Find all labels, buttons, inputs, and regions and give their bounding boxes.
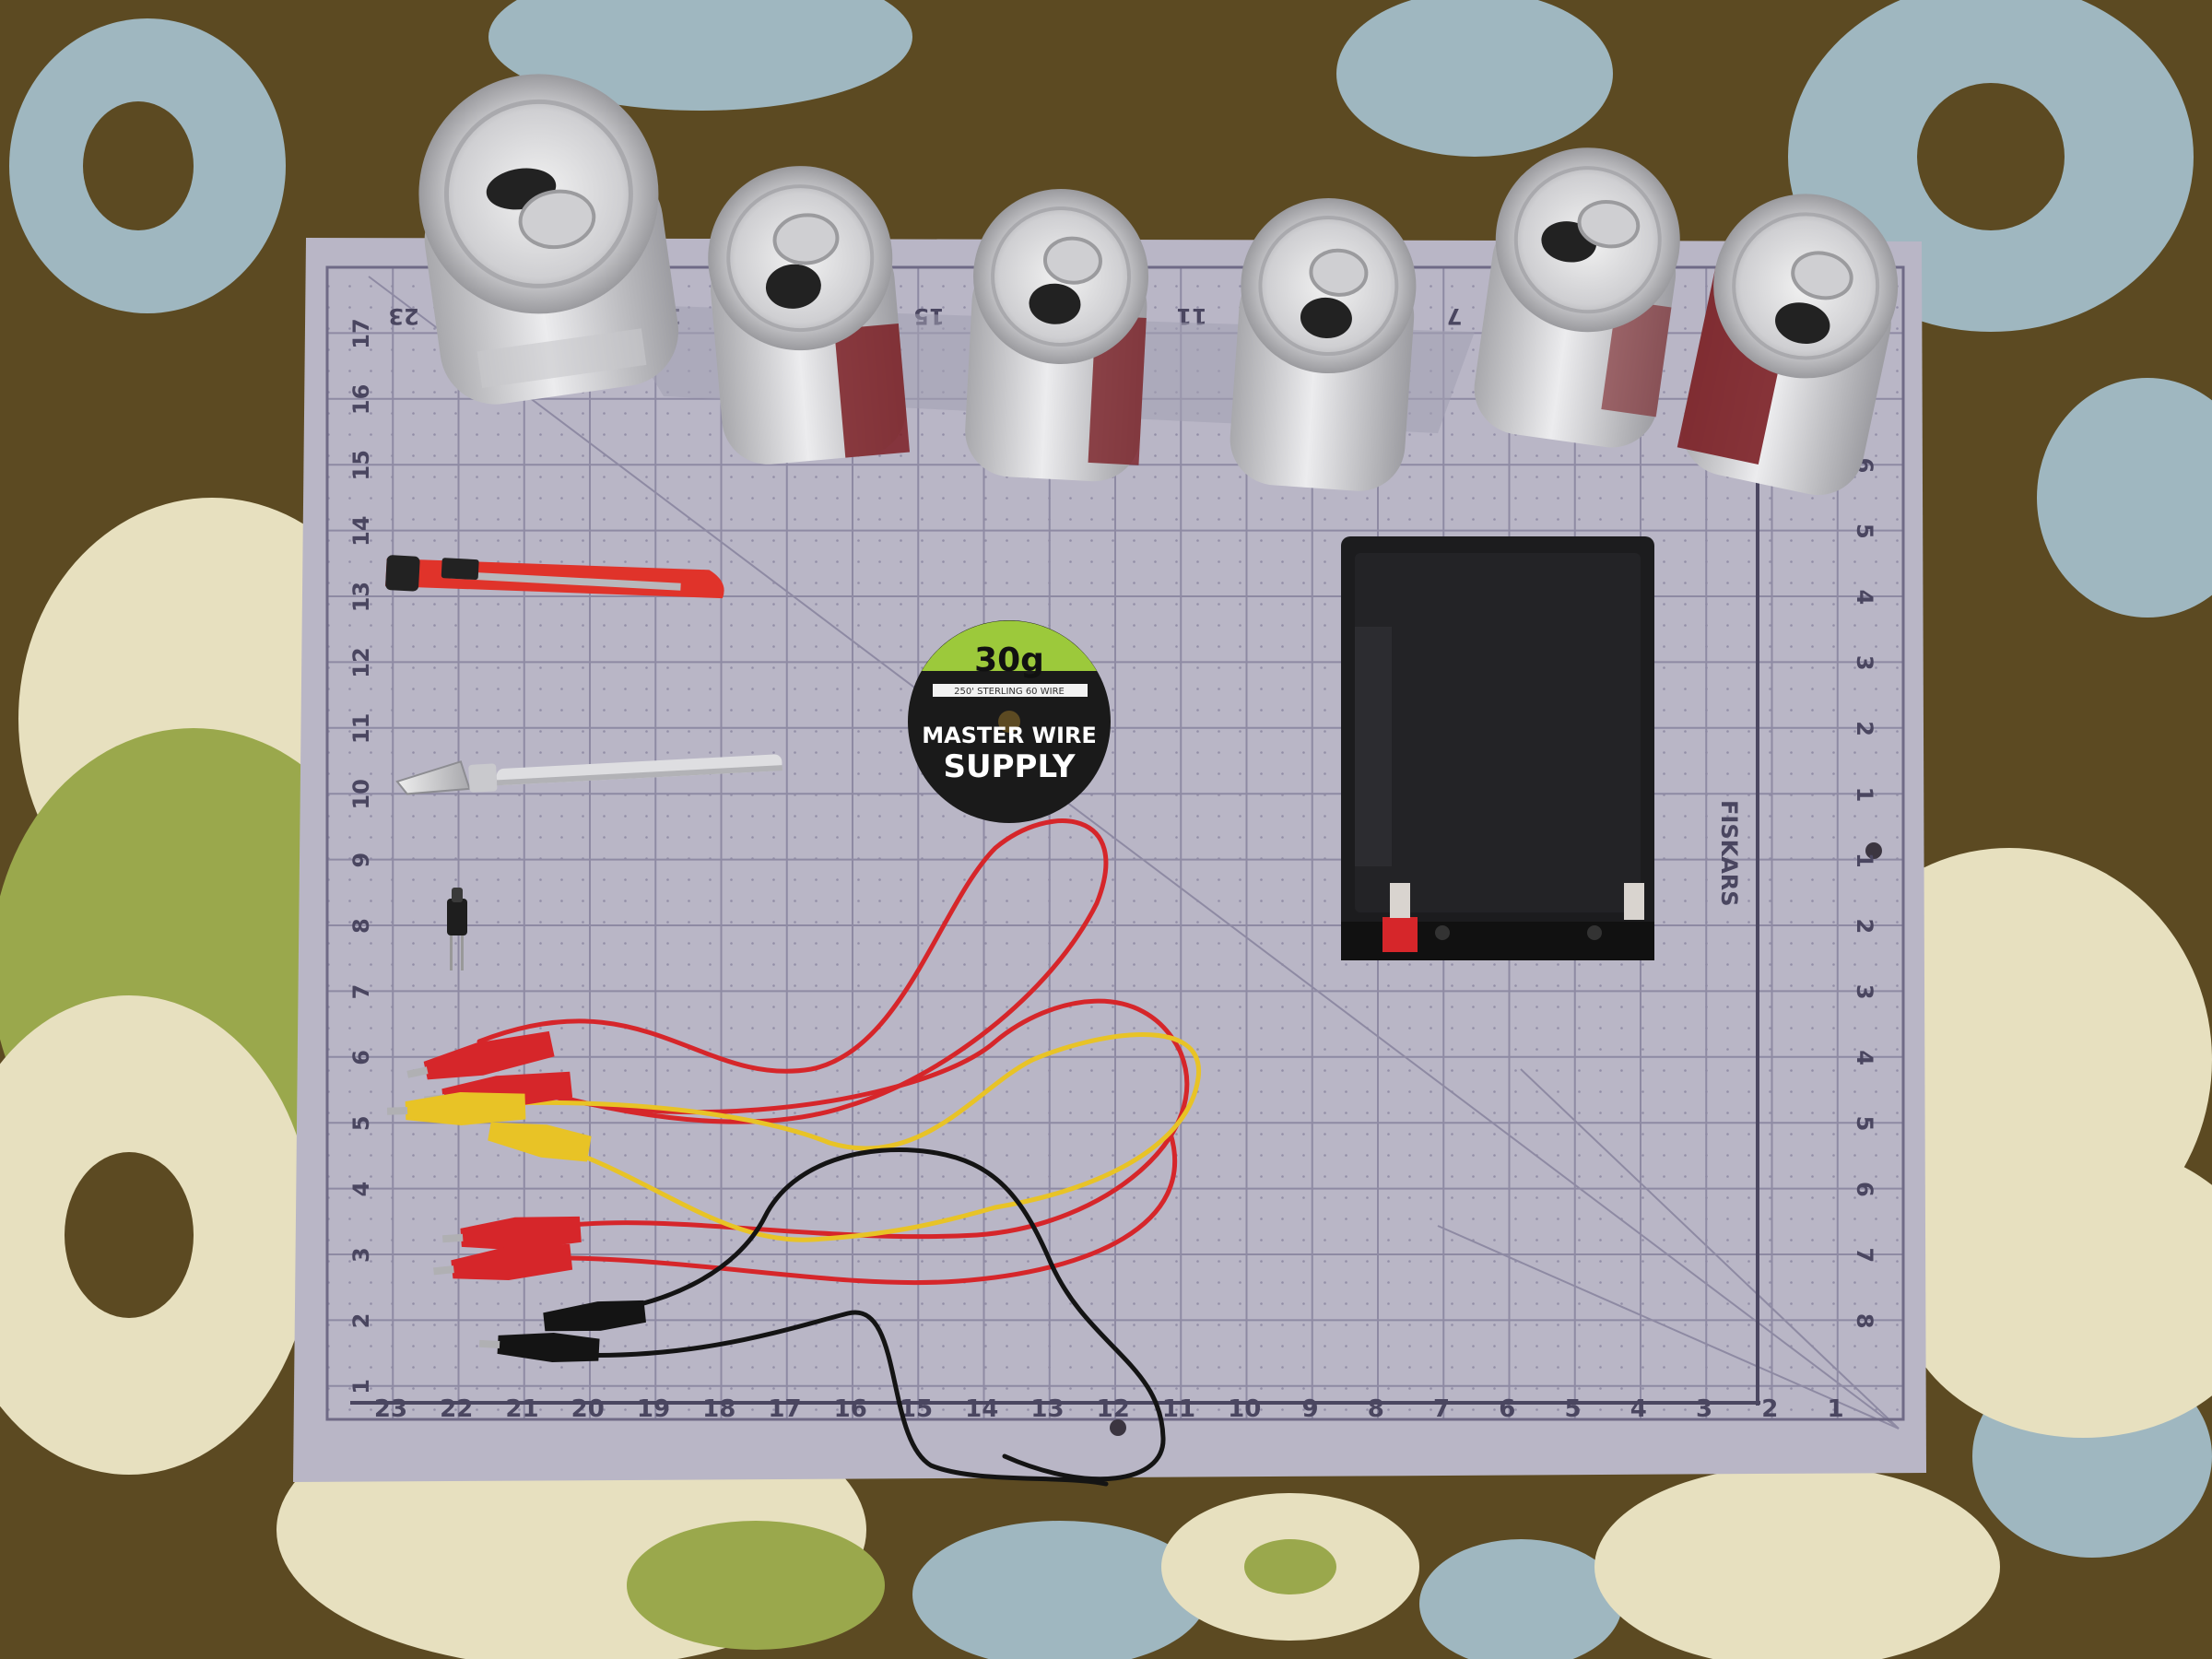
ruler-number: 13 [348, 582, 374, 612]
ruler-number: 9 [1301, 1395, 1318, 1423]
ruler-number: 6 [1852, 1182, 1877, 1197]
yellow-clip-2 [488, 1122, 592, 1162]
solder-brand-line1: MASTER WIRE [922, 723, 1097, 748]
ruler-number: 6 [1499, 1395, 1515, 1423]
ruler-number: 23 [388, 303, 418, 329]
lead-acid-battery [1341, 536, 1654, 960]
ruler-number: 19 [637, 1395, 670, 1423]
red-wire-3 [513, 1131, 1178, 1286]
red-clip-1 [406, 1030, 555, 1080]
ruler-number: 12 [1097, 1395, 1130, 1423]
yellow-wire-2 [541, 1140, 998, 1242]
ruler-number: 15 [348, 450, 374, 480]
can-3 [965, 189, 1149, 482]
alligator-clips [386, 1030, 646, 1362]
ruler-number: 7 [1447, 303, 1463, 329]
ruler-number: 2 [1852, 918, 1877, 934]
solder-fine-print: 250' STERLING 60 WIRE [954, 687, 1065, 697]
ruler-number: 1 [1852, 787, 1877, 803]
can-6 [1677, 194, 1899, 496]
ruler-number: 2 [1761, 1395, 1778, 1423]
ruler-number: 3 [1696, 1395, 1712, 1423]
ruler-number: 16 [348, 384, 374, 415]
solder-weight-label: 30g [974, 641, 1044, 679]
ruler-number: 23 [374, 1395, 407, 1423]
ruler-number: 7 [1433, 1395, 1450, 1423]
black-wire-2 [569, 1310, 1109, 1487]
ruler-number: 1 [348, 1379, 374, 1394]
ruler-number: 5 [348, 1115, 374, 1131]
ruler-number: 4 [1852, 589, 1877, 605]
black-clip-2 [478, 1333, 600, 1362]
ruler-number: 11 [1162, 1395, 1195, 1423]
ruler-number: 5 [1852, 524, 1877, 539]
red-clip-3 [441, 1216, 582, 1251]
can-2 [708, 166, 911, 465]
ruler-number: 6 [348, 1050, 374, 1065]
ruler-number: 13 [1030, 1395, 1064, 1423]
black-clip-1 [543, 1300, 646, 1332]
ruler-number: 12 [348, 647, 374, 677]
box-cutter [385, 555, 724, 599]
ruler-number: 2 [1852, 721, 1877, 736]
ruler-number: 14 [348, 515, 374, 546]
black-wire-1 [578, 1147, 1166, 1482]
hobby-knife [395, 754, 782, 795]
can-5 [1474, 147, 1680, 448]
ruler-number: 5 [1852, 1116, 1877, 1132]
can-1 [418, 74, 679, 405]
ruler-number: 20 [571, 1395, 605, 1423]
red-wire-1 [477, 818, 1109, 1124]
can-4 [1230, 198, 1417, 491]
ruler-number: 8 [348, 918, 374, 934]
ruler-number: 9 [348, 853, 374, 868]
ruler-number: 4 [1630, 1395, 1647, 1423]
alligator-clip-wires [449, 818, 1201, 1487]
ruler-number: 22 [440, 1395, 473, 1423]
red-clip-4 [433, 1243, 573, 1280]
ruler-number: 7 [348, 984, 374, 1000]
ruler-number: 17 [348, 318, 374, 348]
mat-brand-label: FISKARS [1716, 800, 1742, 907]
ruler-number: 8 [1852, 1313, 1877, 1329]
push-button-switch [447, 888, 467, 971]
yellow-clip-1 [386, 1092, 526, 1125]
aluminum-cans [418, 74, 1899, 496]
solder-brand-line2: SUPPLY [944, 748, 1076, 785]
ruler-number: 17 [768, 1395, 801, 1423]
ruler-number: 10 [348, 779, 374, 809]
ruler-number: 3 [348, 1247, 374, 1263]
ruler-number: 10 [1228, 1395, 1261, 1423]
ruler-number: 5 [1564, 1395, 1581, 1423]
mat-left-ruler: 17 16 15 14 13 12 11 10 9 8 7 6 5 4 3 2 1 [348, 318, 374, 1394]
ruler-number: 11 [348, 713, 374, 744]
ruler-number: 1 [1852, 853, 1877, 868]
ruler-number: 18 [702, 1395, 735, 1423]
ruler-number: 2 [348, 1313, 374, 1329]
ruler-number: 14 [965, 1395, 998, 1423]
ruler-number: 3 [1852, 984, 1877, 1000]
yellow-wire-1 [449, 1032, 1201, 1210]
ruler-number: 4 [1852, 1050, 1877, 1065]
red-wire-2 [495, 998, 1190, 1240]
ruler-number: 4 [348, 1182, 374, 1197]
ruler-number: 7 [1852, 1247, 1877, 1263]
solder-spool: 30g 250' STERLING 60 WIRE MASTER WIRE SU… [908, 620, 1111, 823]
ruler-number: 21 [505, 1395, 538, 1423]
ruler-number: 3 [1852, 655, 1877, 671]
ruler-number: 1 [1827, 1395, 1843, 1423]
ruler-number: 16 [834, 1395, 867, 1423]
ruler-number: 8 [1368, 1395, 1384, 1423]
